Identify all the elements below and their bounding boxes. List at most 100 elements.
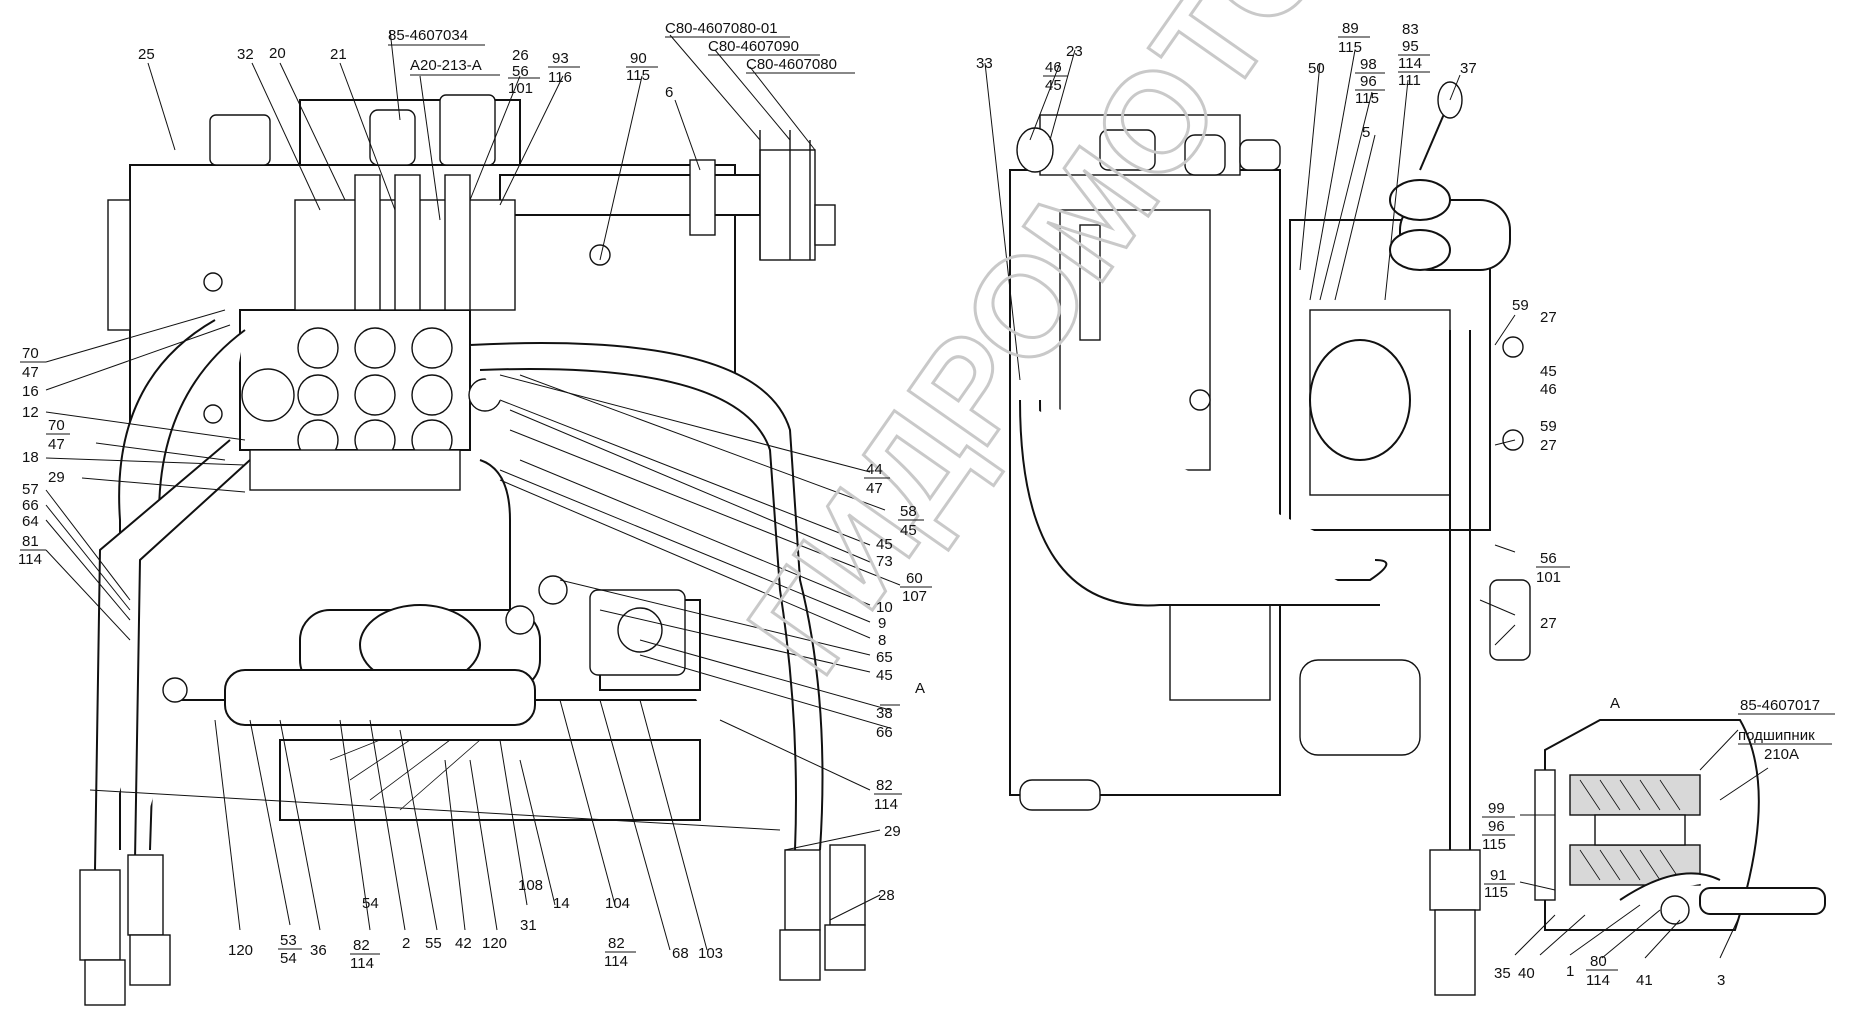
label-104: 104 — [605, 895, 630, 912]
label-C80-4607080-01: C80-4607080-01 — [665, 20, 778, 37]
label-26: 26 — [512, 47, 529, 64]
label-115-b: 115 — [1338, 39, 1362, 56]
label-42: 42 — [455, 935, 472, 952]
label-96-a: 96 — [1360, 73, 1377, 90]
label-64: 64 — [22, 513, 39, 530]
label-3: 3 — [1717, 972, 1725, 989]
label-103: 103 — [698, 945, 723, 962]
label-1: 1 — [1566, 963, 1574, 980]
label-9: 9 — [878, 615, 886, 632]
label-A-detail: A — [1610, 695, 1620, 712]
label-120-a: 120 — [228, 942, 253, 959]
label-50: 50 — [1308, 60, 1325, 77]
label-73: 73 — [876, 553, 893, 570]
label-31: 31 — [520, 917, 537, 934]
label-45-e: 45 — [1540, 363, 1557, 380]
label-5: 5 — [1362, 124, 1370, 141]
label-A20-213-A: A20-213-A — [410, 57, 482, 74]
label-115-a: 115 — [626, 67, 650, 84]
label-59-b: 59 — [1540, 418, 1557, 435]
label-2: 2 — [402, 935, 410, 952]
label-85-4607034: 85-4607034 — [388, 27, 468, 44]
label-93: 93 — [552, 50, 569, 67]
label-70-a: 70 — [22, 345, 39, 362]
label-107: 107 — [902, 588, 927, 605]
label-20: 20 — [269, 45, 286, 62]
label-A-left: A — [915, 680, 925, 697]
label-6: 6 — [665, 84, 673, 101]
label-65: 65 — [876, 649, 893, 666]
label-114-b: 114 — [874, 796, 898, 813]
label-32: 32 — [237, 46, 254, 63]
label-29-a: 29 — [48, 469, 65, 486]
label-82-b: 82 — [353, 937, 370, 954]
label-82-a: 82 — [876, 777, 893, 794]
label-21: 21 — [330, 46, 347, 63]
label-83: 83 — [1402, 21, 1419, 38]
label-115-e: 115 — [1484, 884, 1508, 901]
label-114-d: 114 — [604, 953, 628, 970]
label-35: 35 — [1494, 965, 1511, 982]
label-114-e: 114 — [1398, 55, 1422, 72]
label-54-b: 54 — [362, 895, 379, 912]
label-44: 44 — [866, 461, 883, 478]
label-115-d: 115 — [1482, 836, 1506, 853]
label-36: 36 — [310, 942, 327, 959]
label-33: 33 — [976, 55, 993, 72]
right-view — [1009, 81, 1531, 996]
label-108: 108 — [518, 877, 543, 894]
label-85-4607017: 85-4607017 — [1740, 697, 1820, 714]
label-27-b: 27 — [1540, 437, 1557, 454]
label-47-c: 47 — [866, 480, 883, 497]
leader-lines — [45, 29, 1769, 959]
callout-labels: 2 5 32 20 21 85-4607034 A20-213-A 26 56 1… — [18, 20, 1835, 989]
detail-a — [1534, 719, 1826, 931]
label-C80-4607080: C80-4607080 — [746, 56, 837, 73]
label-66-a: 66 — [22, 497, 39, 514]
label-40: 40 — [1518, 965, 1535, 982]
label-80: 80 — [1590, 953, 1607, 970]
label-95: 95 — [1402, 38, 1419, 55]
label-8: 8 — [878, 632, 886, 649]
label-101-b: 101 — [1536, 569, 1561, 586]
label-47-b: 47 — [48, 436, 65, 453]
label-18: 18 — [22, 449, 39, 466]
label-23: 23 — [1066, 43, 1083, 60]
label-28: 28 — [878, 887, 895, 904]
label-38: 38 — [876, 705, 893, 722]
label-29-b: 29 — [884, 823, 901, 840]
label-89: 89 — [1342, 20, 1359, 37]
label-41: 41 — [1636, 972, 1653, 989]
label-68: 68 — [672, 945, 689, 962]
label-12: 12 — [22, 404, 39, 421]
label-14: 14 — [553, 895, 570, 912]
label-55: 55 — [425, 935, 442, 952]
label-46-a: 46 — [1045, 59, 1062, 76]
label-114-c: 114 — [350, 955, 374, 972]
label-37: 37 — [1460, 60, 1477, 77]
label-27-a: 27 — [1540, 309, 1557, 326]
label-56: 56 — [512, 63, 529, 80]
label-116: 116 — [548, 69, 572, 86]
label-82-c: 82 — [608, 935, 625, 952]
label-16: 16 — [22, 383, 39, 400]
label-115-c: 115 — [1355, 90, 1379, 107]
label-45-c: 45 — [876, 667, 893, 684]
label-C80-4607090: C80-4607090 — [708, 38, 799, 55]
label-99: 99 — [1488, 800, 1505, 817]
label-96-b: 96 — [1488, 818, 1505, 835]
label-27-c: 27 — [1540, 615, 1557, 632]
label-120-b: 120 — [482, 935, 507, 952]
valve-ports — [241, 327, 502, 461]
label-114-f: 114 — [1586, 972, 1610, 989]
label-101: 101 — [508, 80, 533, 97]
label-56-b: 56 — [1540, 550, 1557, 567]
label-70-b: 70 — [48, 417, 65, 434]
label-bearing-1: подшипник — [1738, 727, 1815, 744]
label-54-a: 54 — [280, 950, 297, 967]
label-45-b: 45 — [876, 536, 893, 553]
label-66-b: 66 — [876, 724, 893, 741]
label-46-b: 46 — [1540, 381, 1557, 398]
